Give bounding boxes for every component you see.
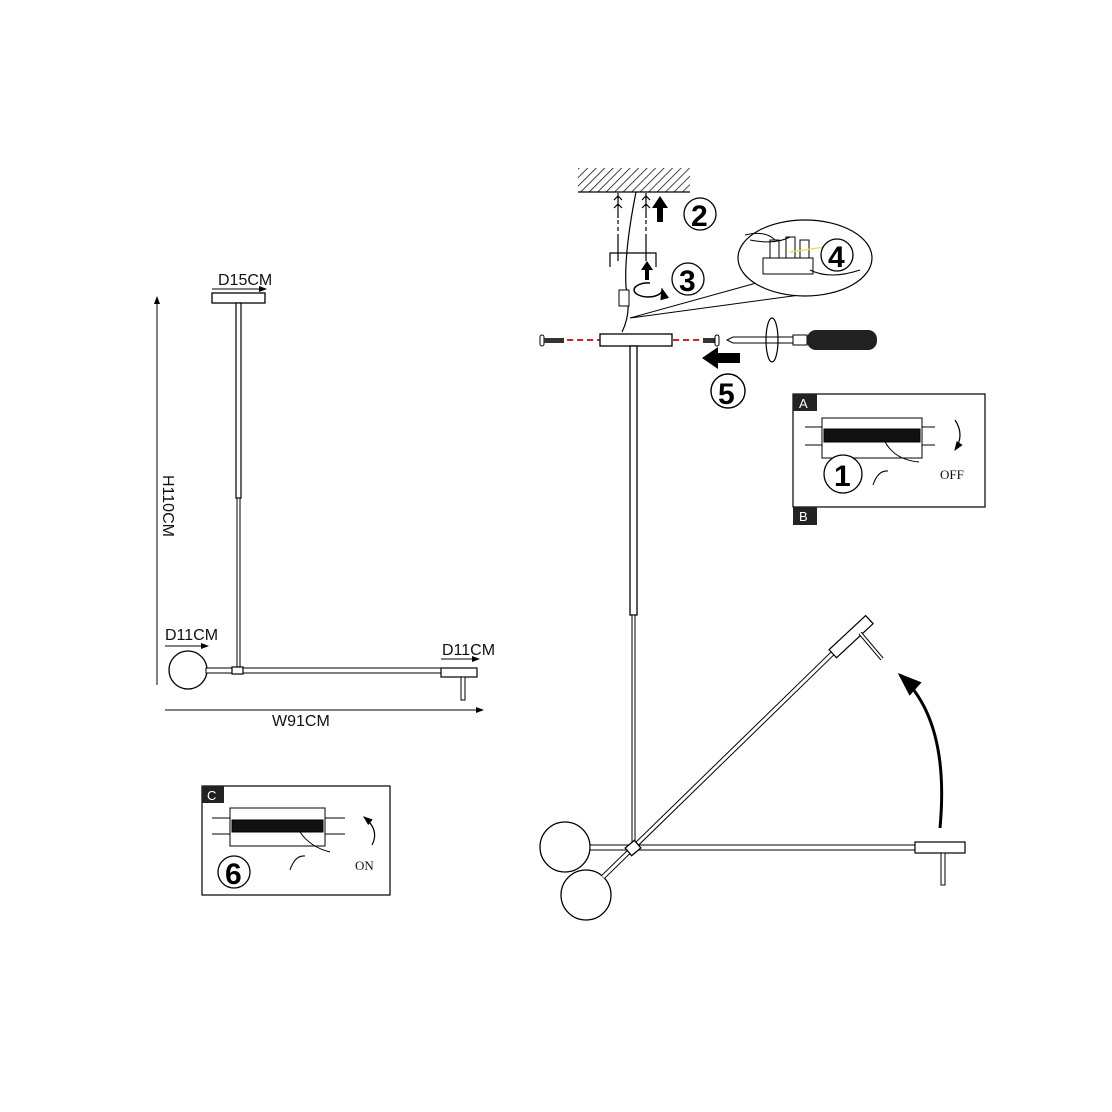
- stem-lower: [631, 614, 636, 846]
- screwdriver-icon: [725, 317, 877, 363]
- end-cap-rotated: [828, 614, 874, 659]
- step-4-circle: [820, 238, 854, 272]
- width-label: W91CM: [272, 713, 330, 730]
- globe-lower: [560, 869, 612, 921]
- screw-right-icon: [703, 334, 720, 347]
- stem-upper: [629, 345, 638, 616]
- panel-b-tag: B: [799, 509, 808, 524]
- panel-c-switch-on: C ON 6: [201, 785, 391, 896]
- step-4-number: 4: [828, 241, 845, 274]
- rotate-up-arrow-icon: [363, 816, 376, 846]
- canopy-diameter-label: D15CM: [218, 272, 272, 289]
- step-6-circle: [217, 855, 251, 889]
- end-cap-diameter-label: D11CM: [442, 642, 495, 659]
- wire: [621, 191, 637, 333]
- hand-icon: [872, 439, 920, 486]
- breaker-icon: [805, 417, 935, 459]
- panel-c-tag-bg: [202, 786, 224, 803]
- panel-a-switch-off: A B OFF 1: [792, 393, 986, 525]
- step-5-number: 5: [718, 378, 735, 411]
- up-arrow-step3-icon: [641, 261, 653, 280]
- step-2-circle: [683, 197, 717, 231]
- end-cap-horizontal: [914, 841, 966, 854]
- panel-b-tag-bg: [793, 507, 817, 525]
- panel-a-tag-bg: [793, 394, 817, 411]
- breaker-icon: [212, 807, 345, 847]
- installation-drawing: 2 3 4: [539, 168, 966, 921]
- panel-c-tag: C: [207, 788, 216, 803]
- ceiling: [578, 168, 690, 192]
- step-5-circle: [710, 373, 746, 409]
- step-1-number: 1: [834, 460, 851, 493]
- on-label: ON: [355, 858, 374, 873]
- panel-a-tag: A: [799, 396, 808, 411]
- rotate-icon: [633, 282, 670, 301]
- rotate-down-arrow-icon: [954, 419, 963, 451]
- joint: [231, 666, 244, 675]
- up-arrow-step2-icon: [652, 196, 668, 222]
- rotate-up-curved-arrow-icon: [897, 672, 944, 829]
- stem-lower: [236, 497, 241, 669]
- globe-diameter-label: D11CM: [165, 627, 218, 644]
- step-3-circle: [671, 262, 705, 296]
- off-label: OFF: [940, 467, 964, 482]
- globe: [168, 650, 208, 690]
- step-3-number: 3: [679, 265, 696, 298]
- end-pin-horizontal: [940, 852, 946, 886]
- end-pin: [460, 676, 466, 701]
- left-arrow-step5-icon: [702, 347, 740, 369]
- stem-upper: [235, 302, 242, 499]
- connector: [618, 289, 630, 307]
- step-6-number: 6: [225, 858, 242, 891]
- canopy: [599, 333, 673, 347]
- dimension-drawing: D15CM H110CM D11CM D11CM W91CM: [154, 272, 495, 730]
- end-cap: [440, 667, 478, 678]
- globe-upper: [539, 821, 591, 873]
- step-2-number: 2: [691, 200, 708, 233]
- hand-icon: [289, 831, 331, 871]
- canopy: [211, 292, 266, 304]
- wall-anchor-icons: [609, 193, 657, 267]
- screw-left-icon: [539, 334, 564, 347]
- step-1-circle: [823, 454, 863, 494]
- height-label: H110CM: [159, 475, 176, 537]
- joint: [624, 839, 642, 857]
